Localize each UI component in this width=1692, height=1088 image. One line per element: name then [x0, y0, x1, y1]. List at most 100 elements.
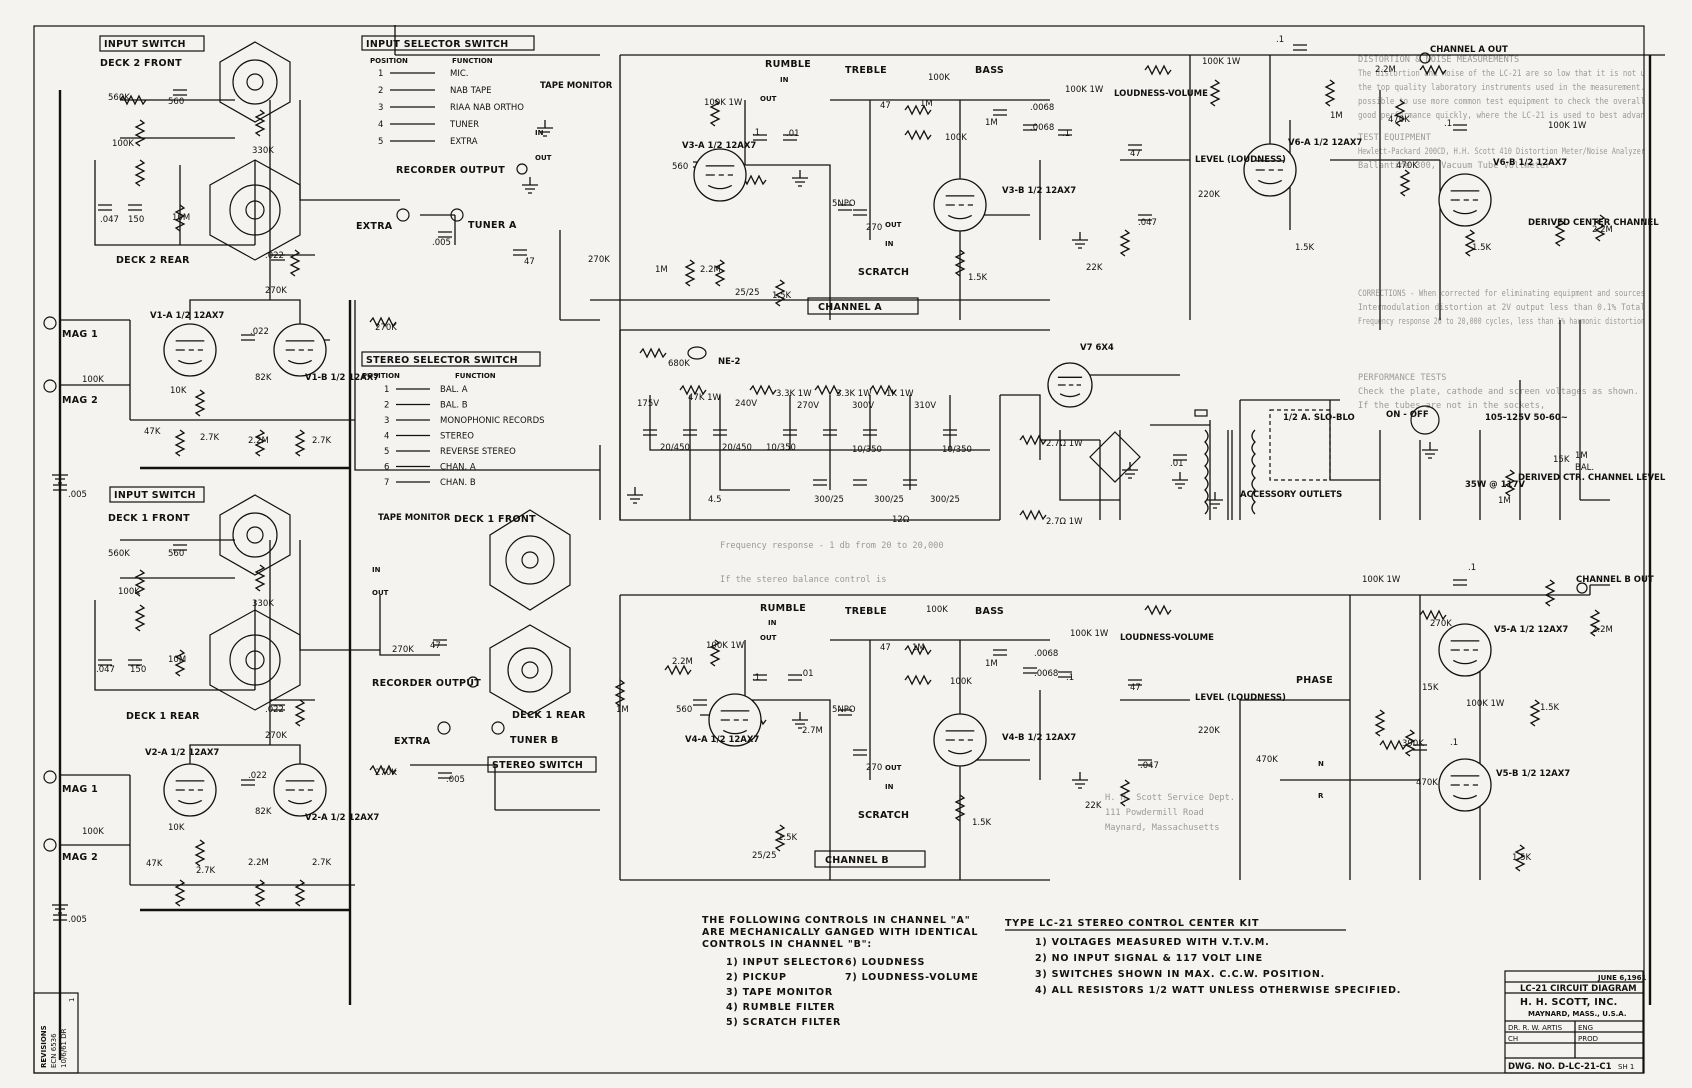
stereo-selector-col-function: FUNCTION: [455, 372, 496, 380]
component-value-c6: .022: [250, 327, 269, 337]
ganged-item-4: 4) RUMBLE FILTER: [726, 1002, 835, 1013]
resistor-symbol: [1419, 64, 1447, 76]
faint-text-line: the top quality laboratory instruments u…: [1358, 83, 1645, 93]
input-selector-position: 3: [378, 103, 383, 113]
deck1-front-label: DECK 1 FRONT: [108, 513, 190, 524]
component-value-c107: .005: [446, 775, 465, 785]
component-value-r12: 270K: [265, 286, 287, 296]
component-value-c111: .1: [752, 673, 760, 683]
component-value-r104: 2.7K: [196, 866, 216, 876]
tube-electrodes: [1450, 190, 1480, 215]
ganged-item-2: 2) PICKUP: [726, 972, 787, 983]
capacitor-symbol: [753, 134, 767, 141]
component-value-r210b: BAL.: [1575, 463, 1594, 473]
component-value-v_300: 300V: [852, 401, 874, 411]
component-value-r201: 680K: [668, 359, 690, 369]
component-value-r127: 22K: [1085, 801, 1102, 811]
component-value-c122: .1: [1468, 563, 1476, 573]
ganged-item-1: 1) INPUT SELECTOR: [726, 957, 845, 968]
component-value-r111: 330K: [252, 599, 274, 609]
capacitor-symbol: [1128, 679, 1142, 686]
resistor-symbol: [869, 384, 897, 396]
component-value-r122: 1M: [912, 643, 925, 653]
stereo-selector-function: STEREO: [440, 432, 474, 442]
component-value-r133: 1M: [1498, 496, 1511, 506]
resistor-symbol: [814, 384, 842, 396]
component-value-c102: .047: [96, 665, 115, 675]
rumble-out-b: OUT: [760, 634, 777, 642]
component-value-r6: 2.2M: [248, 436, 269, 446]
resistor-symbol: [254, 879, 266, 907]
v6b-label: V6-B 1/2 12AX7: [1493, 158, 1567, 168]
capacitor-symbol: [853, 479, 867, 486]
tube-electrodes: [1255, 160, 1285, 185]
revisions-mark: 1: [68, 998, 76, 1002]
capacitor-symbol: [1138, 214, 1152, 221]
component-value-v_240: 240V: [735, 399, 757, 409]
capacitor-symbol: [903, 479, 917, 486]
capacitor-symbol: [753, 674, 767, 681]
ground-symbol: [1422, 442, 1438, 459]
deck2-rear-label: DECK 2 REAR: [116, 255, 190, 266]
stereo-selector-function: CHAN. A: [440, 463, 476, 473]
capacitor-symbol: [1058, 129, 1072, 136]
input-switch-label-b: INPUT SWITCH: [114, 490, 196, 501]
capacitor-symbol: [713, 429, 727, 436]
resistor-symbol: [294, 699, 306, 727]
title-block-address: MAYNARD, MASS., U.S.A.: [1528, 1010, 1627, 1018]
component-value-r112: 270K: [265, 731, 287, 741]
deck1-rear-label-b: DECK 1 REAR: [512, 710, 586, 721]
capacitor-symbol: [813, 479, 827, 486]
resistor-symbol: [294, 879, 306, 907]
component-value-r130: 100K 1W: [1362, 575, 1401, 585]
component-value-r13: 270K: [375, 323, 397, 333]
title-block-prod: PROD: [1578, 1035, 1598, 1043]
tube-electrodes: [945, 730, 975, 755]
extra-jack-b: [437, 721, 451, 735]
title-block-diagram: LC-21 CIRCUIT DIAGRAM: [1520, 984, 1637, 994]
resistor-symbol: [614, 679, 626, 707]
capacitor-symbol: [683, 429, 697, 436]
recorder-output-a-jack: [516, 163, 528, 175]
channel-b-label: CHANNEL B: [825, 855, 889, 866]
component-value-r138: 100K 1W: [1466, 699, 1505, 709]
capacitor-symbol: [853, 749, 867, 756]
component-value-c8: 47: [524, 257, 535, 267]
resistor-symbol: [1119, 229, 1131, 257]
component-value-r4: 2.7K: [200, 433, 220, 443]
component-value-c2: .047: [100, 215, 119, 225]
component-value-c10: 25/25: [735, 288, 760, 298]
resistor-symbol: [1374, 709, 1386, 737]
ganged-item-5: 5) SCRATCH FILTER: [726, 1017, 841, 1028]
capacitor-symbol: [1173, 454, 1187, 461]
resistor-symbol: [174, 879, 186, 907]
component-value-r3: 47K: [144, 427, 161, 437]
capacitor-symbol: [993, 649, 1007, 656]
title-block-eng: ENG: [1578, 1024, 1593, 1032]
component-value-r137: 1.5K: [1512, 853, 1532, 863]
title-block-date: JUNE 6,1961: [1597, 974, 1647, 982]
title-block-dr: DR. R. W. ARTIS: [1508, 1024, 1563, 1032]
resistor-symbol: [904, 129, 932, 141]
tube-electrodes: [285, 780, 315, 805]
resistor-symbol: [1529, 699, 1541, 727]
resistor-symbol: [684, 259, 696, 287]
faint-text-line: TEST EQUIPMENT: [1358, 133, 1431, 143]
tuner-a-label: TUNER A: [468, 220, 517, 231]
tube-electrodes: [1057, 376, 1083, 398]
on-off-label: ON - OFF: [1386, 410, 1429, 420]
component-value-r9: 100K: [112, 139, 134, 149]
treble-label-a: TREBLE: [845, 65, 887, 76]
component-value-r123: 100K: [950, 677, 972, 687]
component-value-r35: 470K: [1396, 161, 1418, 171]
capacitor-symbol: [271, 254, 285, 261]
input-selector-function: MIC.: [450, 69, 468, 79]
component-value-r22: 1M: [920, 99, 933, 109]
component-value-c4: 560: [168, 97, 184, 107]
component-value-r10: 10M: [172, 213, 190, 223]
component-value-c210: .01: [1170, 459, 1184, 469]
resistor-symbol: [679, 384, 707, 396]
input-selector-title-box: [361, 35, 535, 51]
component-symbols: [52, 44, 1606, 921]
